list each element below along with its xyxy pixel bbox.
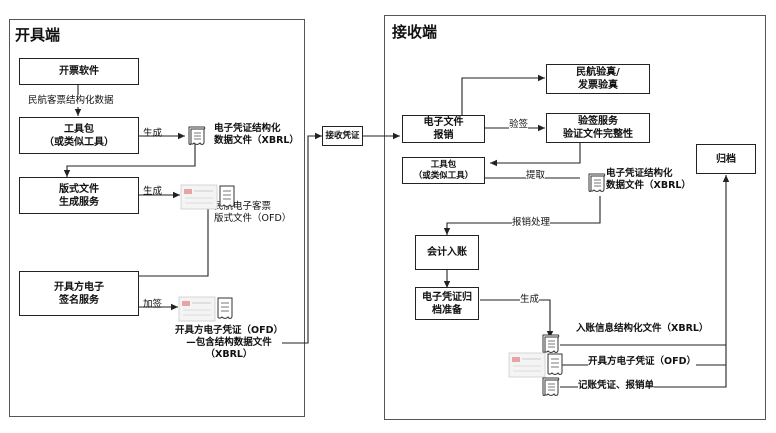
verify-airline-box: 民航验真/ 发票验真 [546, 64, 650, 94]
archive-prep-box: 电子凭证归 档准备 [415, 287, 479, 320]
issuer-xbrl-label: 电子凭证结构化 数据文件（XBRL） [214, 123, 299, 146]
issuer-toolkit-box: 工具包 （或类似工具） [19, 117, 139, 154]
issuer-voucher-label: 开具方电子凭证（OFD） —包含结构数据文件 （XBRL） [175, 325, 283, 360]
reimburse-process-label: 报销处理 [512, 217, 551, 229]
receiver-voucher-label: 开具方电子凭证（OFD） [588, 356, 696, 368]
verify-service-box: 验签服务 验证文件完整性 [546, 113, 650, 143]
receiver-panel-title: 接收端 [392, 23, 438, 41]
receiver-xbrl-document-icon [588, 173, 606, 192]
structured-data-label: 民航客票结构化数据 [28, 95, 114, 107]
add-signature-label: 加签 [143, 299, 163, 310]
issuer-panel-title: 开具端 [15, 26, 61, 44]
receiver-toolkit-box: 工具包 （或类似工具） [402, 157, 485, 184]
reimburse-box: 电子文件 报销 [402, 115, 485, 143]
extract-label: 提取 [526, 170, 546, 182]
signature-service-box: 开具方电子 签名服务 [19, 271, 139, 316]
xbrl-document-icon [188, 126, 206, 145]
ofd-file-label: 民航电子客票 版式文件（OFD） [214, 201, 292, 224]
accounting-box: 会计入账 [415, 235, 479, 270]
archive-box: 归档 [696, 144, 756, 174]
verify-sig-label: 验签 [509, 119, 529, 131]
receive-voucher-box: 接收凭证 [322, 126, 363, 146]
entry-info-document-icon [542, 334, 560, 353]
generate-label-3: 生成 [520, 294, 540, 306]
ofd-thumbnail-icon [180, 184, 235, 210]
entry-info-label: 入账信息结构化文件（XBRL） [576, 323, 709, 334]
issuer-panel [9, 19, 305, 417]
receiver-xbrl-label: 电子凭证结构化 数据文件（XBRL） [606, 168, 691, 191]
receiver-ofd-thumbnail-icon [508, 352, 563, 378]
signed-ofd-thumbnail-icon [178, 296, 233, 322]
voucher-list-document-icon [542, 377, 560, 396]
layout-service-box: 版式文件 生成服务 [19, 177, 139, 214]
voucher-list-label: 记账凭证、报销单 [578, 380, 655, 392]
generate-label-1: 生成 [143, 128, 163, 139]
generate-label-2: 生成 [143, 186, 163, 197]
invoice-software-box: 开票软件 [19, 58, 139, 85]
